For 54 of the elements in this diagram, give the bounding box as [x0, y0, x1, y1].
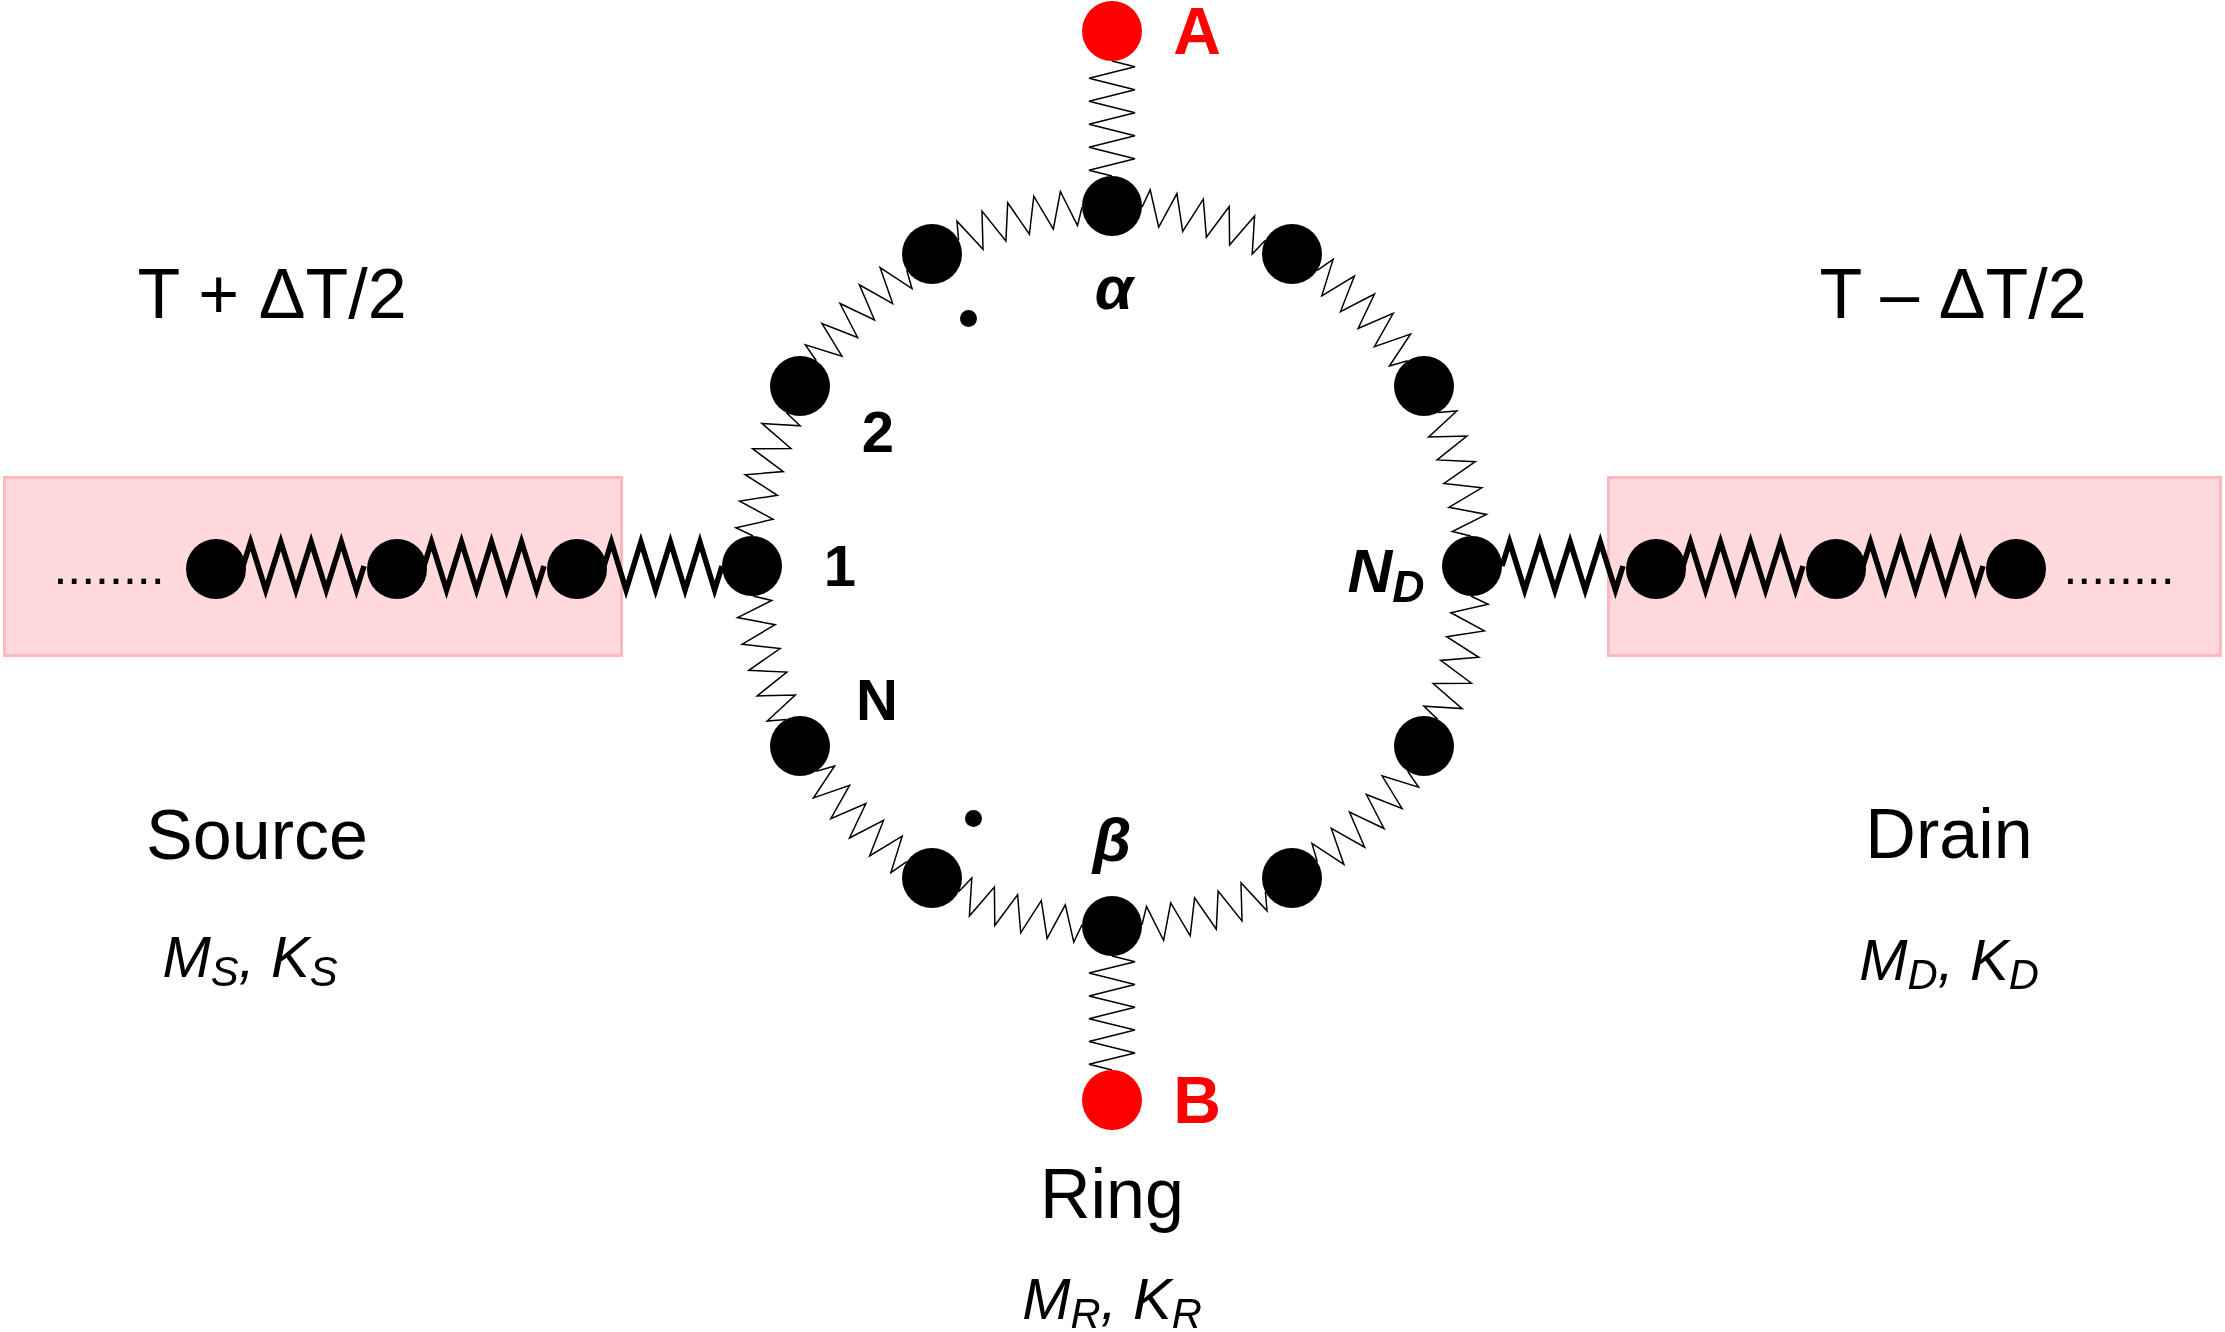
parameter-label: M$_{D}$, K$_{D}$ — [1859, 931, 2039, 989]
site-label: 2 — [861, 403, 895, 461]
spring — [956, 189, 1083, 252]
lead-band — [1607, 476, 2222, 657]
spring — [1088, 955, 1136, 1071]
spring — [735, 595, 798, 722]
mass-ball — [186, 539, 246, 599]
spring — [811, 764, 908, 875]
spring — [803, 265, 914, 362]
site-label: α — [1094, 257, 1134, 319]
spring — [601, 532, 725, 600]
mass-ball — [1082, 176, 1142, 236]
mass-ball — [1626, 539, 1686, 599]
mass-ball — [1442, 536, 1502, 596]
spring — [421, 532, 547, 600]
spring — [1316, 257, 1413, 368]
mass-ball — [1262, 847, 1322, 908]
spring — [1141, 880, 1268, 943]
mass-ball — [770, 716, 831, 776]
mass-ball — [1082, 896, 1142, 956]
spring — [1499, 532, 1626, 600]
terminal-ball — [1082, 1, 1142, 61]
ellipsis: ........ — [53, 542, 165, 592]
terminal-label: B — [1173, 1067, 1221, 1133]
mass-ball — [902, 224, 962, 285]
parameter-label: M$_{R}$, K$_{R}$ — [1022, 1270, 1202, 1328]
spring — [733, 411, 803, 537]
region-label: Source — [146, 800, 368, 870]
parameter-label: M$_{S}$, K$_{S}$ — [162, 928, 338, 986]
region-label: Drain — [1865, 799, 2033, 869]
mass-ball — [1986, 539, 2046, 599]
ellipsis: ........ — [2063, 542, 2175, 592]
spring — [1680, 532, 1806, 600]
mass-ball — [1806, 539, 1866, 599]
spring — [1141, 187, 1267, 257]
site-label: N — [856, 671, 898, 729]
lead-band — [3, 476, 623, 657]
spring — [240, 532, 367, 600]
terminal-label: A — [1173, 0, 1221, 64]
mass-ball — [1393, 356, 1454, 416]
terminal-ball — [1082, 1070, 1142, 1130]
temperature-label: T + ΔT/2 — [137, 259, 407, 329]
site-label: 1 — [823, 537, 857, 595]
spring — [1310, 770, 1421, 867]
site-label: N$_{D}$ — [1347, 540, 1425, 602]
mass-ball — [722, 536, 782, 596]
mass-ball — [547, 539, 607, 599]
spring — [957, 875, 1083, 945]
spring — [1426, 410, 1489, 537]
spring — [1421, 595, 1491, 721]
mass-ball — [367, 539, 427, 599]
temperature-label: T – ΔT/2 — [1819, 259, 2087, 329]
spring — [1860, 532, 1986, 600]
spring — [1088, 60, 1136, 177]
